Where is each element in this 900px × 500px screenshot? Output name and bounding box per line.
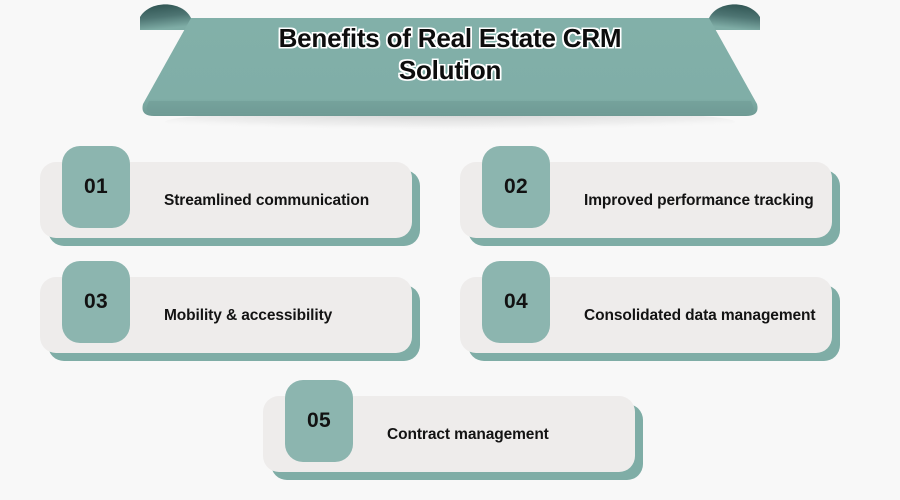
page-title: Benefits of Real Estate CRM Solution <box>205 22 695 86</box>
banner-left-fold <box>140 4 196 30</box>
page-title-line-1: Benefits of Real Estate CRM <box>278 23 622 53</box>
card-label: Contract management <box>387 425 549 443</box>
benefit-card-01[interactable]: 01 Streamlined communication <box>40 146 420 246</box>
card-number-badge: 03 <box>62 261 130 343</box>
card-label: Streamlined communication <box>164 191 370 209</box>
banner-right-fold <box>704 4 760 30</box>
card-number-badge: 04 <box>482 261 550 343</box>
benefit-card-02[interactable]: 02 Improved performance tracking <box>460 146 840 246</box>
card-number-badge: 02 <box>482 146 550 228</box>
page-title-line-2: Solution <box>398 55 502 85</box>
banner-body <box>142 18 758 116</box>
banner-bottom-edge <box>146 101 754 113</box>
banner-ribbon-shape <box>140 4 760 135</box>
benefit-card-03[interactable]: 03 Mobility & accessibility <box>40 261 420 361</box>
card-label: Improved performance tracking <box>584 191 814 209</box>
card-number-badge: 01 <box>62 146 130 228</box>
benefit-card-04[interactable]: 04 Consolidated data management <box>460 261 840 361</box>
benefit-card-05[interactable]: 05 Contract management <box>263 380 643 480</box>
card-label: Consolidated data management <box>584 306 816 324</box>
card-number-badge: 05 <box>285 380 353 462</box>
card-label: Mobility & accessibility <box>164 306 333 324</box>
header-banner: Benefits of Real Estate CRM Solution <box>0 0 900 140</box>
